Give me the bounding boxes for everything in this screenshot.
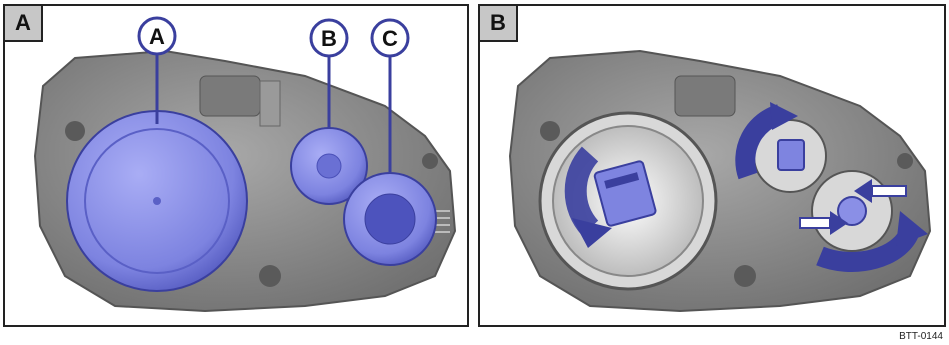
cap-a: [67, 111, 247, 291]
socket-c: [812, 171, 892, 251]
callout-c-label: C: [382, 26, 398, 51]
cap-c: [344, 173, 436, 265]
panel-b-label: B: [480, 6, 518, 42]
panel-b: B: [478, 4, 946, 327]
reference-code: BTT-0144: [899, 331, 943, 342]
headlight-housing-a: A B C: [5, 6, 469, 327]
headlight-housing-b: [480, 6, 946, 327]
callout-b-label: B: [321, 26, 337, 51]
panel-a: A B C A: [3, 4, 469, 327]
callout-a-label: A: [149, 24, 165, 49]
panel-a-label: A: [5, 6, 43, 42]
